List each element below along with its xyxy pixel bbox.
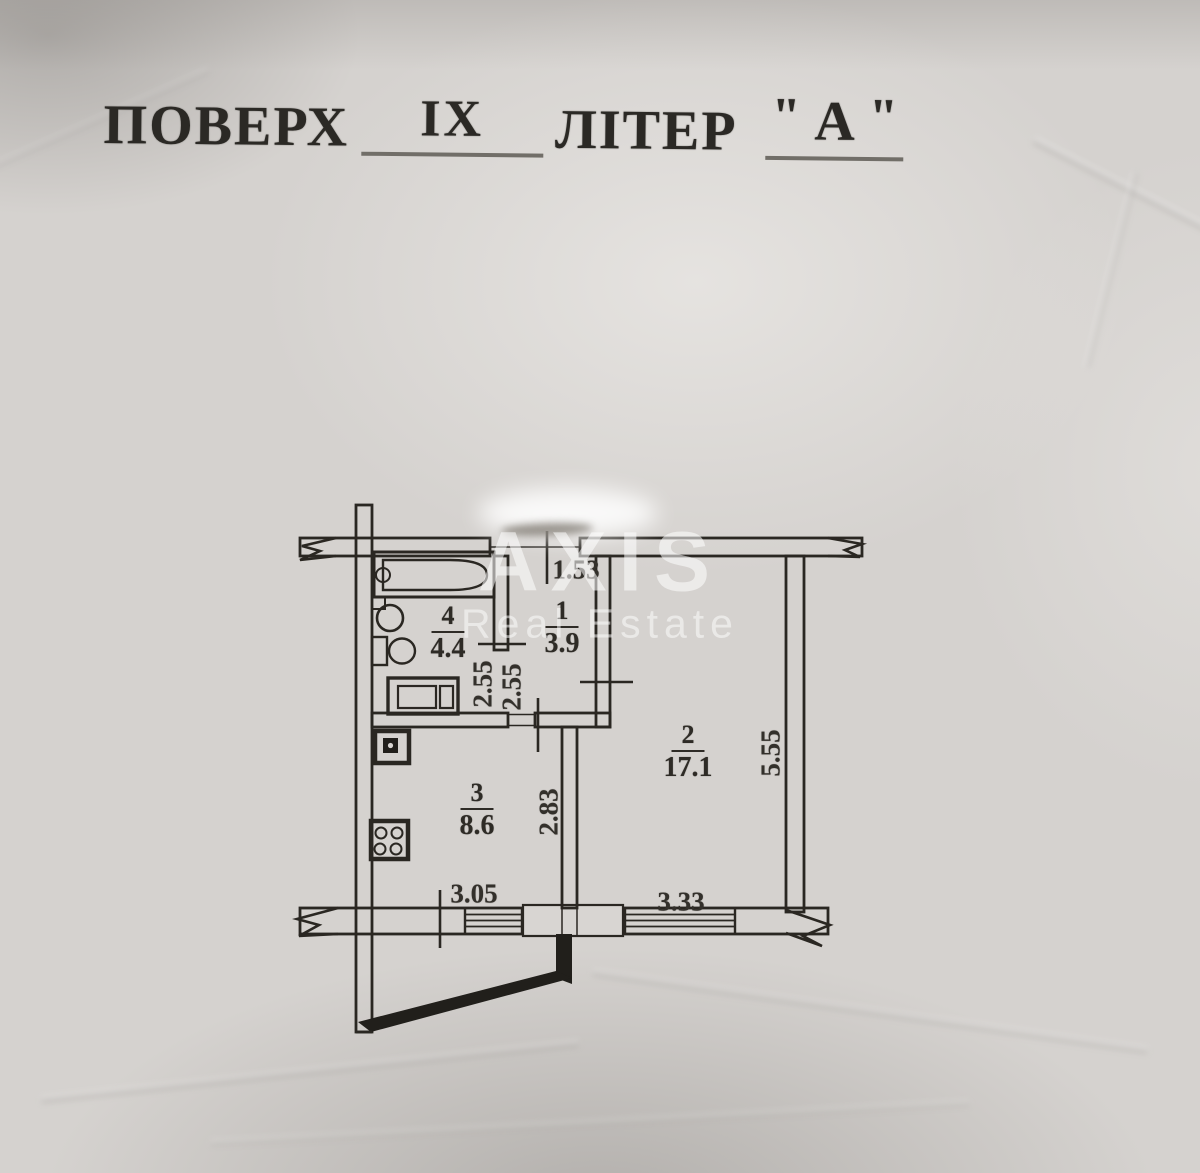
wall-right	[784, 554, 806, 914]
wall-bottom	[298, 903, 830, 938]
dim-hall-width: 1.53	[552, 554, 600, 585]
wall-break-arrows	[292, 536, 868, 948]
break-top-left	[299, 536, 337, 562]
kitchen-sink-icon	[372, 728, 412, 766]
washbasin-icon	[371, 596, 405, 633]
room-4-label: 4 4.4	[431, 603, 466, 663]
room-1-area: 3.9	[544, 628, 580, 659]
bathtub-icon	[372, 550, 496, 599]
balcony-outline	[358, 934, 572, 1032]
room-3-area: 8.6	[459, 810, 495, 841]
dim-room2-depth: 5.55	[755, 729, 786, 777]
dim-room2-window-width: 3.33	[657, 886, 705, 917]
dim-kitchen-window-width: 3.05	[450, 878, 498, 909]
balcony-door	[521, 903, 625, 938]
room-1-number: 1	[545, 598, 579, 628]
room-2-area: 17.1	[663, 752, 713, 783]
break-bottom-left	[292, 906, 339, 938]
wall-kitchen-room2	[560, 725, 579, 910]
kitchen-door-opening	[508, 713, 535, 727]
window-kitchen	[463, 908, 524, 934]
dim-bath-depth: 2.55	[467, 660, 498, 708]
wall-top	[298, 536, 864, 558]
room-2-number: 2	[671, 722, 705, 752]
break-top-right	[827, 536, 868, 559]
stove-icon	[368, 818, 411, 862]
break-bottom-right	[785, 908, 834, 948]
room-2-label: 2 17.1	[664, 722, 713, 782]
washing-machine-icon	[386, 676, 460, 716]
wall-bath-hall	[492, 554, 510, 652]
wall-left	[354, 503, 374, 1034]
room-3-number: 3	[460, 780, 494, 810]
room-3-label: 3 8.6	[460, 780, 495, 840]
dim-kitchen-depth: 2.83	[533, 788, 564, 836]
dimension-ticks	[438, 531, 633, 948]
dim-hall-depth: 2.55	[496, 663, 527, 711]
room-4-area: 4.4	[430, 633, 466, 664]
room-1-label: 1 3.9	[545, 598, 580, 658]
room-4-number: 4	[431, 603, 465, 633]
toilet-icon	[370, 635, 417, 667]
window-room2	[623, 908, 737, 934]
